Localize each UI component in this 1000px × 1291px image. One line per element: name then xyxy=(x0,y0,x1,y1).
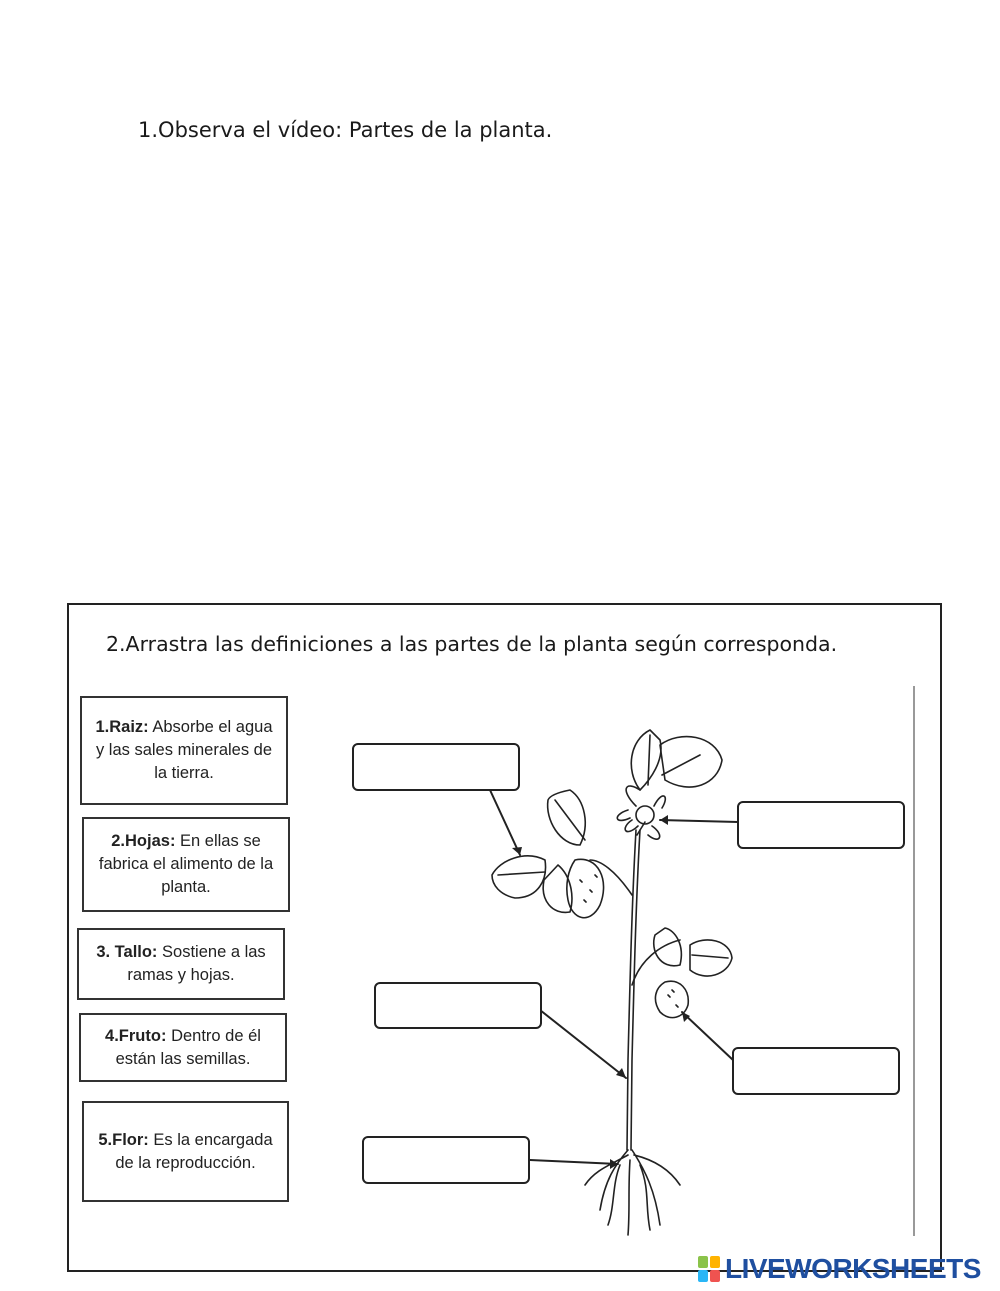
question-2-text: 2.Arrastra las definiciones a las partes… xyxy=(106,632,837,656)
definition-term: 1.Raiz: xyxy=(95,718,148,736)
drop-box-raiz[interactable] xyxy=(362,1136,530,1184)
definition-term: 5.Flor: xyxy=(98,1131,148,1149)
definition-card-raiz[interactable]: 1.Raiz: Absorbe el agua y las sales mine… xyxy=(80,696,288,805)
drop-box-flor[interactable] xyxy=(737,801,905,849)
definition-term: 3. Tallo: xyxy=(96,943,157,961)
liveworksheets-logo: LIVEWORKSHEETS xyxy=(698,1254,981,1284)
definition-term: 2.Hojas: xyxy=(111,832,175,850)
definition-card-tallo[interactable]: 3. Tallo: Sostiene a las ramas y hojas. xyxy=(77,928,285,1000)
definition-term: 4.Fruto: xyxy=(105,1027,166,1045)
logo-text: LIVEWORKSHEETS xyxy=(725,1254,981,1284)
definition-card-fruto[interactable]: 4.Fruto: Dentro de él están las semillas… xyxy=(79,1013,287,1082)
question-1-text: 1.Observa el vídeo: Partes de la planta. xyxy=(138,118,552,142)
drop-box-fruto[interactable] xyxy=(732,1047,900,1095)
logo-icon xyxy=(698,1256,722,1282)
drop-box-tallo[interactable] xyxy=(374,982,542,1029)
definition-card-hojas[interactable]: 2.Hojas: En ellas se fabrica el alimento… xyxy=(82,817,290,912)
divider-line xyxy=(913,686,915,1236)
definition-card-flor[interactable]: 5.Flor: Es la encargada de la reproducci… xyxy=(82,1101,289,1202)
drop-box-hojas[interactable] xyxy=(352,743,520,791)
